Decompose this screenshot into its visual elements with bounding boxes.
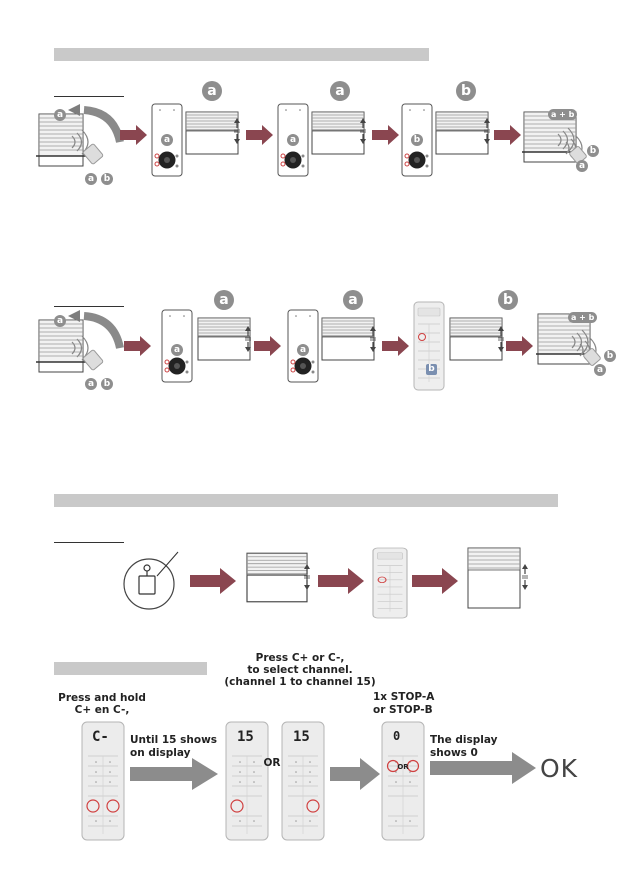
row2-step-letter-2: a (343, 290, 363, 310)
row1-step-letter-1: a (202, 81, 222, 101)
row1-start-badge-a: a (54, 109, 66, 121)
row1-end-badge-a: a (576, 160, 588, 172)
row1-start-badge-b: b (101, 173, 113, 185)
row1-updown-3 (483, 117, 491, 145)
row1-arrow-1 (120, 125, 147, 145)
step2-text-line1: Press C+ or C-, (255, 652, 345, 664)
row4-remote-3 (281, 721, 325, 841)
row2-remote-badge: b (426, 364, 437, 375)
row2-blind-3 (449, 317, 503, 361)
row1-end-badge-b: b (587, 145, 599, 157)
row3-blind-2 (467, 547, 521, 609)
row1-blind-1 (185, 111, 239, 155)
underline-row2 (54, 306, 124, 307)
row2-panel-badge-2: a (297, 344, 309, 356)
row3-arrow-3 (412, 568, 458, 594)
row1-arrow-2 (246, 125, 273, 145)
row2-arrow-2 (254, 336, 281, 356)
row4-remote-1 (81, 721, 125, 841)
row3-arrow-2 (318, 568, 364, 594)
or-label-1: OR (263, 757, 281, 769)
row3-remote (372, 547, 408, 619)
row2-updown-3 (497, 325, 505, 353)
row4-remote-2-display: 15 (237, 729, 254, 745)
row4-arrow-2 (330, 758, 380, 790)
row2-end-badge-b: b (604, 350, 616, 362)
row1-step-letter-3: b (456, 81, 476, 101)
row2-step-letter-3: b (498, 290, 518, 310)
row2-start-badge-a2: a (85, 378, 97, 390)
row4-remote-2 (225, 721, 269, 841)
row2-panel-badge-1: a (171, 344, 183, 356)
row1-arrow-4 (494, 125, 521, 145)
ok-label: OK (540, 754, 579, 783)
row1-blind-2 (311, 111, 365, 155)
row2-end-badge: a + b (568, 312, 598, 323)
section-bar-3 (54, 662, 207, 675)
row2-blind-2 (321, 317, 375, 361)
display-text-line1: The display (430, 734, 498, 746)
row1-updown-1 (233, 117, 241, 145)
row2-start-blind (36, 310, 124, 373)
row1-start-blind (36, 104, 124, 167)
underline-row3 (54, 542, 124, 543)
row2-end-badge-a: a (594, 364, 606, 376)
row2-updown-1 (244, 325, 252, 353)
row1-end-badge: a + b (548, 109, 578, 120)
row1-blind-3 (435, 111, 489, 155)
row2-arrow-3 (382, 336, 409, 356)
row3-updown-1 (303, 563, 311, 591)
or-label-2: OR (397, 763, 409, 771)
row4-remote-4 (381, 721, 425, 841)
row1-arrow-3 (372, 125, 399, 145)
step2-text-line3: (channel 1 to channel 15) (224, 676, 376, 688)
row3-motor-button-closeup (123, 551, 179, 610)
row1-panel-badge-2: a (287, 134, 299, 146)
row4-arrow-1 (130, 758, 218, 790)
section-bar-1 (54, 48, 429, 61)
row2-start-badge-a: a (54, 315, 66, 327)
row2-step-letter-1: a (214, 290, 234, 310)
row4-remote-1-display: C- (92, 729, 109, 745)
until-text-line1: Until 15 shows (130, 734, 218, 746)
row1-step-letter-2: a (330, 81, 350, 101)
stop-text-line2: or STOP-B (373, 704, 433, 716)
row4-remote-4-display: 0 (393, 729, 401, 743)
row3-arrow-1 (190, 568, 236, 594)
row2-blind-1 (197, 317, 251, 361)
row3-blind-1 (246, 552, 308, 603)
row3-updown-2 (521, 563, 529, 591)
row4-remote-3-display: 15 (293, 729, 310, 745)
row2-start-badge-b: b (101, 378, 113, 390)
row1-panel-badge-1: a (161, 134, 173, 146)
row1-start-badge-a2: a (85, 173, 97, 185)
stop-text-line1: 1x STOP-A (373, 691, 435, 703)
row4-arrow-3 (430, 752, 536, 784)
until-text-line2: on display (130, 747, 191, 759)
row2-updown-2 (369, 325, 377, 353)
row2-arrow-4 (506, 336, 533, 356)
step1-text-line2: C+ en C-, (74, 704, 130, 716)
section-bar-2 (54, 494, 558, 507)
row2-remote (413, 301, 445, 391)
display-text-line2: shows 0 (430, 747, 478, 759)
row1-panel-badge-3: b (411, 134, 423, 146)
step1-text-line1: Press and hold (58, 692, 146, 704)
row2-arrow-1 (124, 336, 151, 356)
underline-row1 (54, 96, 124, 97)
row1-updown-2 (359, 117, 367, 145)
step2-text-line2: to select channel. (247, 664, 353, 676)
